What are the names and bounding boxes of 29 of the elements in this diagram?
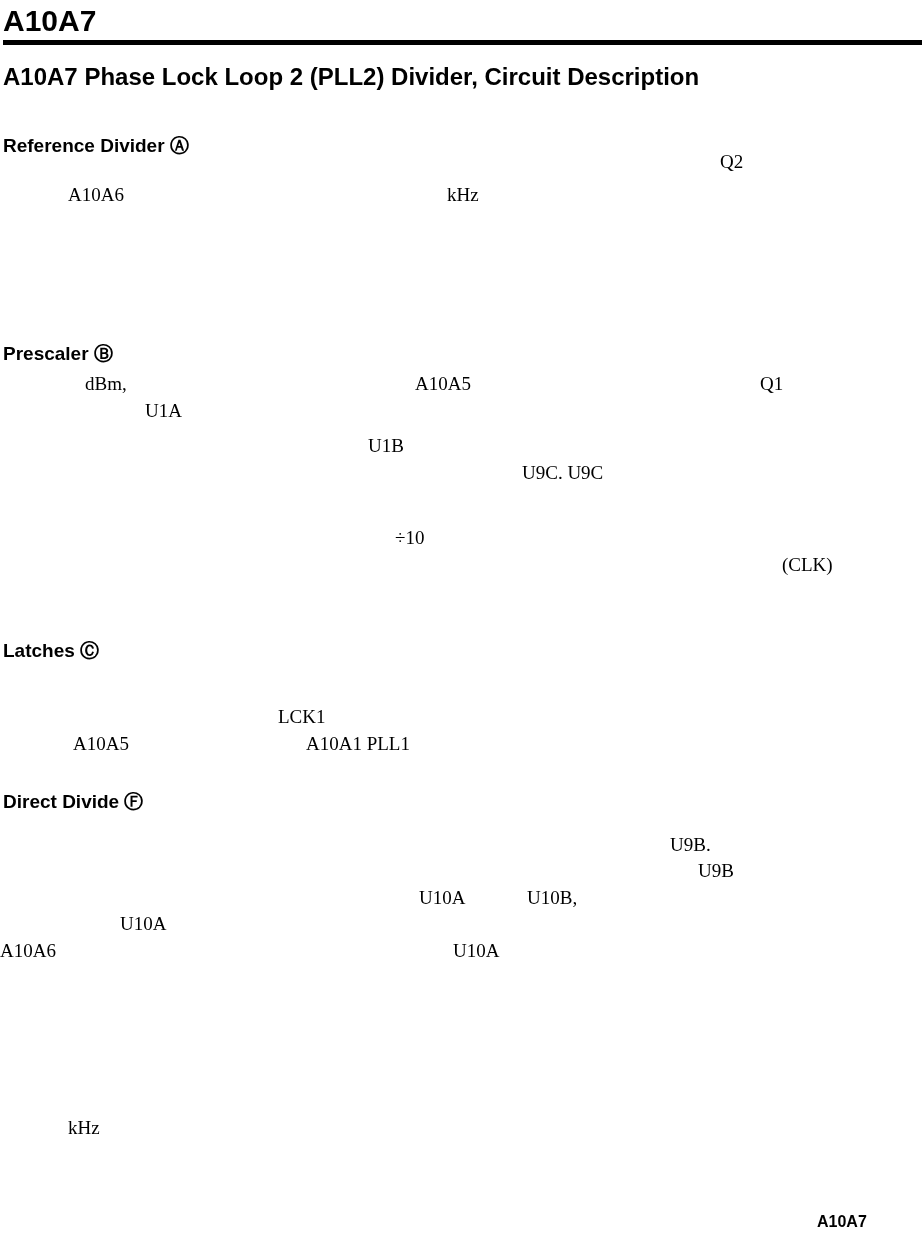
- text-fragment: U10A: [419, 888, 466, 909]
- text-fragment: Q1: [760, 374, 784, 395]
- page-header: A10A7: [3, 4, 97, 37]
- text-fragment: kHz: [447, 185, 479, 206]
- text-fragment: A10A6: [0, 941, 56, 962]
- text-fragment: A10A1 PLL1: [306, 734, 410, 755]
- section-heading: Reference Divider Ⓐ: [3, 136, 189, 157]
- text-fragment: A10A6: [68, 185, 124, 206]
- text-fragment: U9B: [698, 861, 734, 882]
- text-fragment: ÷10: [395, 528, 425, 549]
- text-fragment: U1B: [368, 436, 404, 457]
- text-fragment: dBm,: [85, 374, 127, 395]
- text-fragment: kHz: [68, 1118, 100, 1139]
- text-fragment: (CLK): [782, 555, 833, 576]
- text-fragment: Q2: [720, 152, 744, 173]
- text-fragment: A10A5: [415, 374, 471, 395]
- page-footer: A10A7: [817, 1213, 867, 1231]
- text-fragment: U9C. U9C: [522, 463, 604, 484]
- section-heading: Direct Divide Ⓕ: [3, 792, 144, 813]
- text-fragment: A10A5: [73, 734, 129, 755]
- page-title: A10A7 Phase Lock Loop 2 (PLL2) Divider, Circuit Description: [3, 64, 700, 91]
- text-fragment: U9B.: [670, 835, 711, 856]
- section-heading: Latches Ⓒ: [3, 641, 100, 662]
- text-fragment: U1A: [145, 401, 182, 422]
- text-fragment: U10A: [453, 941, 500, 962]
- text-fragment: U10B,: [527, 888, 578, 909]
- section-heading: Prescaler Ⓑ: [3, 344, 113, 365]
- text-fragment: LCK1: [278, 707, 326, 728]
- text-fragment: U10A: [120, 914, 167, 935]
